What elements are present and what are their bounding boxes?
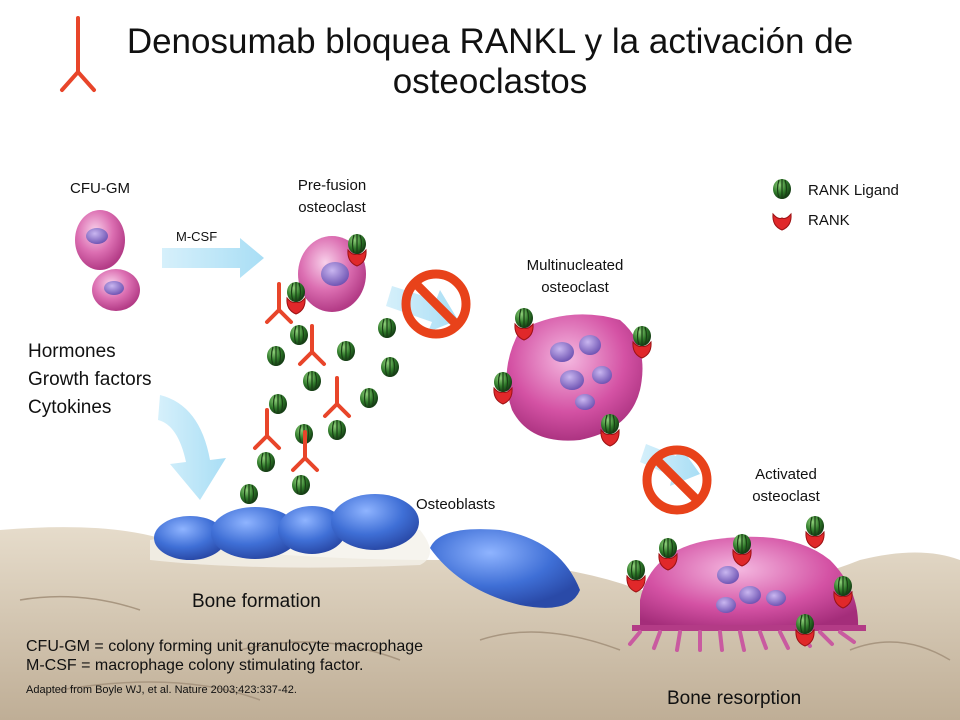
- arrow-m-csf: [162, 238, 264, 278]
- label-pre-fusion: Pre-fusion osteoclast: [297, 177, 367, 216]
- label-hormones: Hormones: [28, 341, 116, 362]
- footnote-m-csf: M-CSF = macrophage colony stimulating fa…: [26, 657, 364, 674]
- label-m-csf: M-CSF: [176, 229, 218, 244]
- title-antibody-icon: [60, 16, 96, 92]
- free-rank-ligands: [239, 317, 400, 505]
- label-cytokines: Cytokines: [28, 397, 112, 418]
- multinucleated-osteoclast: [494, 308, 651, 446]
- label-bone-resorption: Bone resorption: [667, 688, 802, 709]
- legend-rank-label: RANK: [808, 212, 850, 229]
- label-activated: Activated osteoclast: [752, 466, 820, 505]
- label-bone-formation: Bone formation: [192, 591, 321, 612]
- arrow-hormones: [158, 395, 226, 500]
- legend-rank-icon: [772, 213, 792, 231]
- label-growth-factors: Growth factors: [28, 369, 152, 390]
- legend-rank-ligand-label: RANK Ligand: [808, 182, 899, 199]
- label-osteoblasts: Osteoblasts: [416, 496, 496, 513]
- pre-fusion-osteoclast: [287, 234, 366, 314]
- label-cfu-gm: CFU-GM: [70, 180, 130, 197]
- legend-rank-ligand-icon: [772, 178, 792, 200]
- cfu-gm-cell-1: [75, 210, 125, 270]
- citation: Adapted from Boyle WJ, et al. Nature 200…: [26, 684, 297, 696]
- activated-osteoclast: [627, 516, 866, 652]
- cfu-gm-cell-2: [92, 269, 140, 311]
- label-multinucleated: Multinucleated osteoclast: [526, 257, 624, 296]
- bone-surface: [0, 527, 960, 720]
- footnote-cfu-gm: CFU-GM = colony forming unit granulocyte…: [26, 638, 424, 655]
- page-title: Denosumab bloquea RANKL y la activación …: [126, 22, 854, 101]
- osteoblasts: [154, 494, 580, 608]
